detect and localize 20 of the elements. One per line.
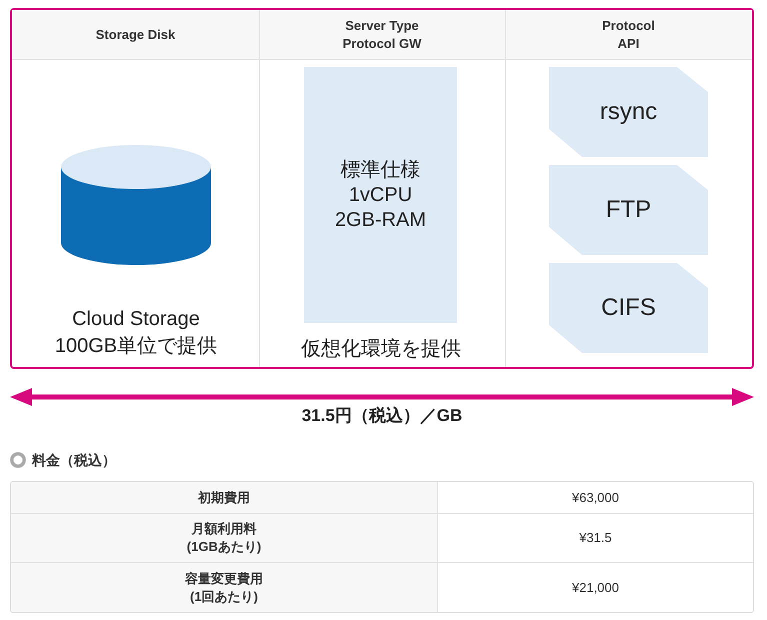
protocol-tab [549,165,708,255]
section-heading: 料金（税込） [32,451,116,470]
storage-cylinder [61,145,211,265]
table-cell: ¥63,000 [438,482,753,514]
header-cell: Storage Disk [12,10,259,60]
protocol-tab [549,263,708,353]
header-cell: Protocol API [505,10,752,60]
node-caption: Cloud Storage 100GB単位で提供 [54,307,218,359]
table-cell: 初期費用 [11,482,438,514]
node-text: CIFS [601,293,656,323]
table-cell: 容量変更費用 (1回あたり) [11,563,438,612]
node-caption: 仮想化環境を提供 [300,337,462,362]
spec-box [304,67,457,323]
dimension-label: 31.5円（税込）／GB [300,405,464,427]
node-text: rsync [600,97,658,127]
node-text: 標準仕様 1vCPU 2GB-RAM [334,158,428,232]
table-cell: 月額利用料 (1GBあたり) [11,514,438,563]
protocol-tab [549,67,708,157]
header-cell: Server Type Protocol GW [259,10,505,60]
node-text: FTP [606,195,652,225]
